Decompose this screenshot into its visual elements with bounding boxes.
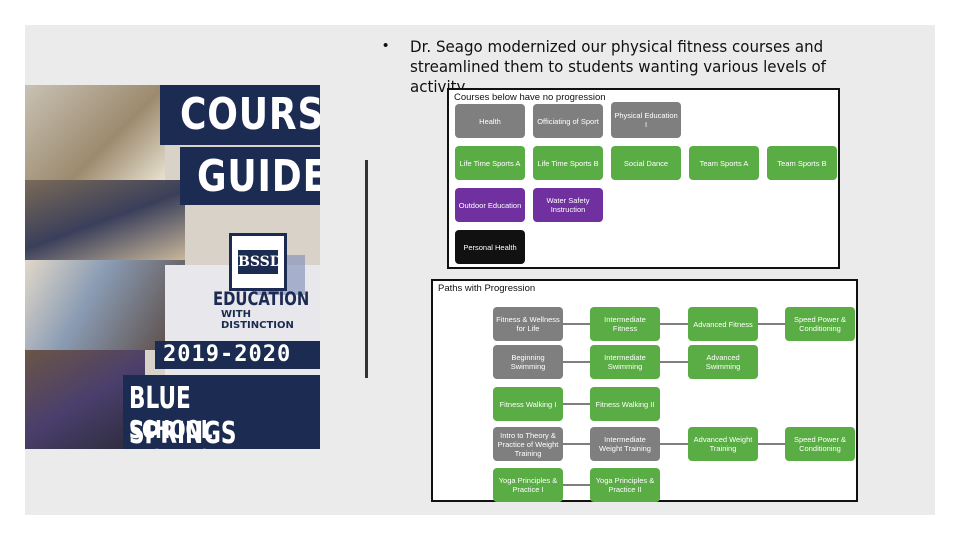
path-connector — [563, 484, 590, 486]
progression-panel: Paths with Progression Fitness & Wellnes… — [431, 279, 858, 502]
progression-course-box: Speed Power & Conditioning — [785, 427, 855, 461]
bssd-logo-text: BSSD — [238, 250, 278, 274]
cover-tagline-sub: WITH DISTINCTION — [221, 309, 320, 331]
progression-course-box: Advanced Swimming — [688, 345, 758, 379]
course-box: Social Dance — [611, 146, 681, 180]
path-connector — [563, 361, 590, 363]
progression-course-box: Fitness Walking I — [493, 387, 563, 421]
cover-photo — [25, 180, 185, 260]
course-box: Life Time Sports B — [533, 146, 603, 180]
bullet-symbol: • — [383, 37, 388, 54]
progression-course-box: Yoga Principles & Practice II — [590, 468, 660, 502]
course-box: Team Sports B — [767, 146, 837, 180]
progression-course-box: Intermediate Swimming — [590, 345, 660, 379]
path-connector — [660, 361, 688, 363]
cover-title-guide: GUIDE — [197, 151, 320, 202]
panel-title: Courses below have no progression — [454, 92, 606, 103]
course-box: Personal Health — [455, 230, 525, 264]
cover-tagline: EDUCATION — [213, 288, 309, 310]
progression-course-box: Yoga Principles & Practice I — [493, 468, 563, 502]
course-box: Life Time Sports A — [455, 146, 525, 180]
course-box: Water Safety Instruction — [533, 188, 603, 222]
panel-title: Paths with Progression — [438, 283, 535, 294]
progression-course-box: Fitness Walking II — [590, 387, 660, 421]
course-box: Team Sports A — [689, 146, 759, 180]
progression-course-box: Intermediate Fitness — [590, 307, 660, 341]
path-connector — [758, 443, 785, 445]
progression-course-box: Advanced Weight Training — [688, 427, 758, 461]
progression-course-box: Fitness & Wellness for Life — [493, 307, 563, 341]
progression-course-box: Speed Power & Conditioning — [785, 307, 855, 341]
vertical-divider — [365, 160, 368, 378]
progression-course-box: Beginning Swimming — [493, 345, 563, 379]
no-progression-panel: Courses below have no progression Health… — [447, 88, 840, 269]
course-box: Health — [455, 104, 525, 138]
path-connector — [563, 443, 590, 445]
course-box: Physical Education I — [611, 102, 681, 138]
path-connector — [660, 323, 688, 325]
bssd-logo: BSSD — [229, 233, 287, 291]
progression-course-box: Intermediate Weight Training — [590, 427, 660, 461]
cover-title-course: COURSE — [180, 89, 320, 140]
progression-course-box: Intro to Theory & Practice of Weight Tra… — [493, 427, 563, 461]
path-connector — [660, 443, 688, 445]
cover-photo — [25, 260, 185, 350]
course-box: Officiating of Sport — [533, 104, 603, 138]
cover-district-type: SCHOOL DISTRICT — [129, 415, 267, 449]
path-connector — [563, 323, 590, 325]
progression-course-box: Advanced Fitness — [688, 307, 758, 341]
path-connector — [563, 403, 590, 405]
course-box: Outdoor Education — [455, 188, 525, 222]
cover-photo — [25, 85, 165, 180]
course-guide-cover: COURSE GUIDE BSSD EDUCATION WITH DISTINC… — [25, 85, 320, 449]
path-connector — [758, 323, 785, 325]
cover-year: 2019-2020 — [163, 342, 291, 367]
